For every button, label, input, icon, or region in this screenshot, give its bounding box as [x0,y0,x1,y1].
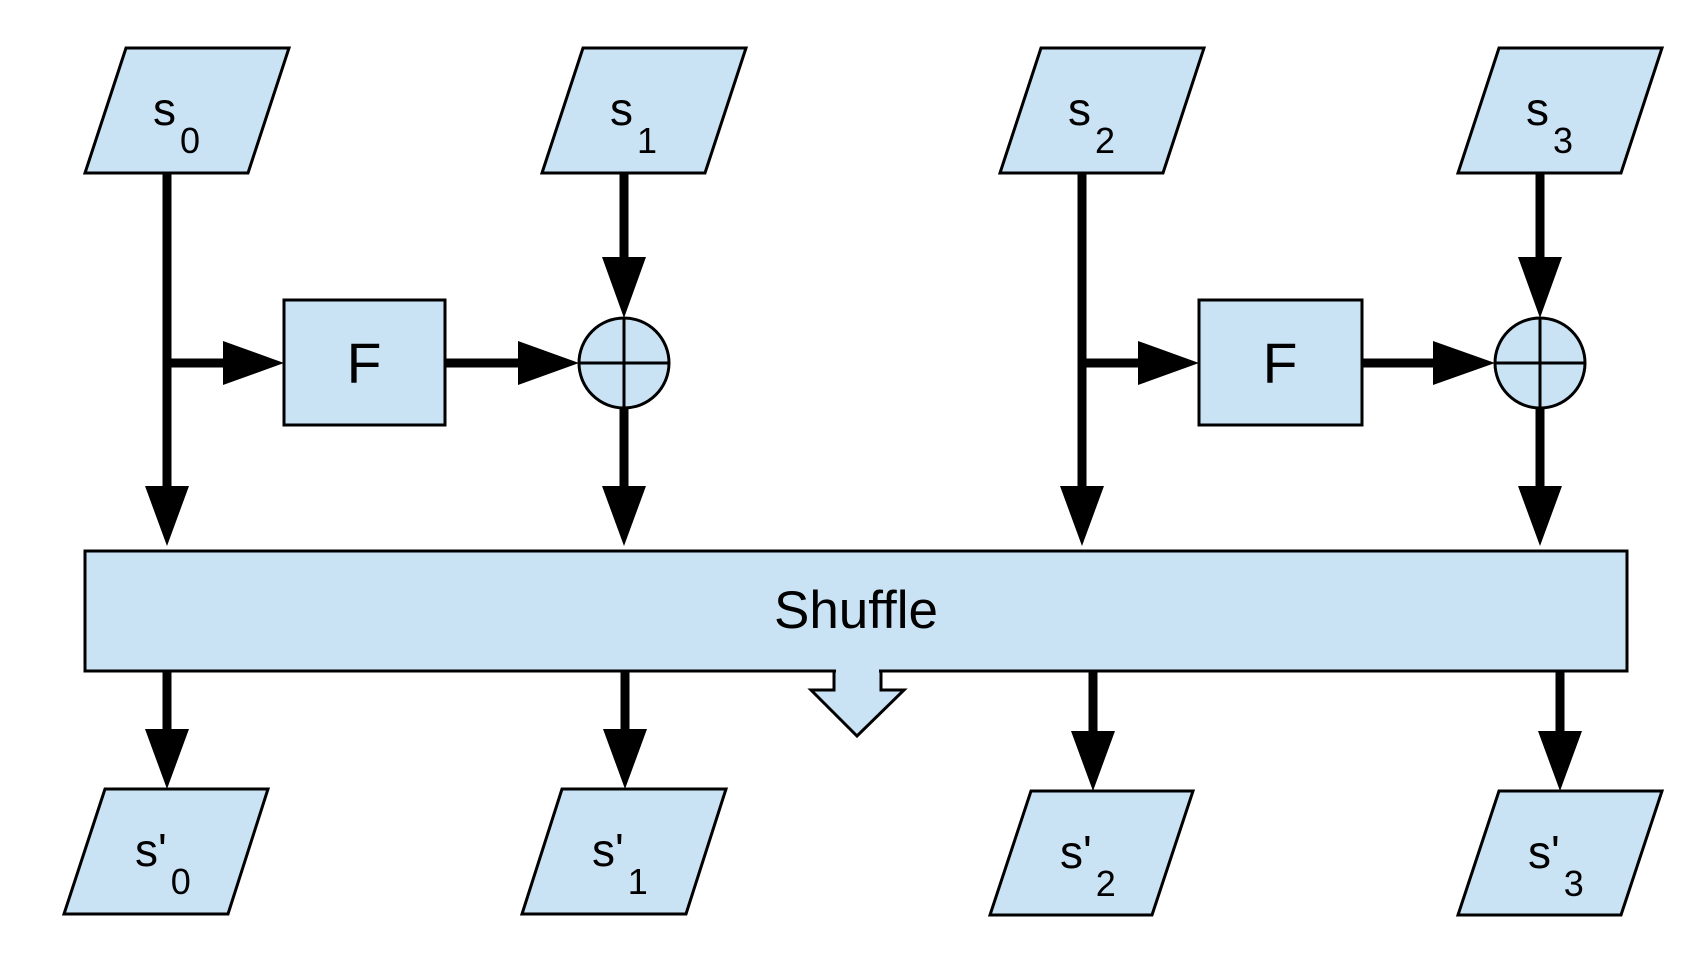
svg-text:s'3: s'3 [1528,826,1584,904]
input-node-s3: s3 [1455,46,1665,175]
input-label: s [1526,83,1549,135]
arrowhead-icon [1518,257,1562,318]
function-box-f1: F [282,298,447,427]
output-node-s2-prime: s'2 [987,789,1196,917]
input-node-s1: s1 [539,46,749,175]
svg-text:s'0: s'0 [135,824,191,902]
xor-node-1 [577,316,671,410]
arrowhead-icon [223,341,284,385]
output-subscript: 2 [1096,863,1116,904]
svg-text:s2: s2 [1068,83,1115,161]
input-subscript: 3 [1553,120,1573,161]
wire-shuffle-to-out2 [1071,671,1115,791]
wire-f1-to-xor1 [445,341,579,385]
arrowhead-icon [1071,731,1115,791]
function-box-f2: F [1197,298,1364,427]
wire-s2-to-shuffle [1060,173,1104,546]
output-subscript: 3 [1564,863,1584,904]
wire-s1-to-xor1 [602,173,646,318]
wire-xor3-to-shuffle [1518,408,1562,546]
arrowhead-icon [602,486,646,546]
wire-s2-to-f [1082,341,1199,385]
arrowhead-icon [1433,341,1495,385]
input-subscript: 1 [637,120,657,161]
arrowhead-icon [1518,486,1562,546]
arrowhead-icon [518,341,579,385]
svg-text:s'1: s'1 [592,824,648,902]
wire-xor1-to-shuffle [602,408,646,546]
output-label: s' [135,824,167,876]
wire-s0-to-shuffle [145,173,189,546]
output-node-s1-prime: s'1 [519,787,729,916]
wire-s3-to-xor3 [1518,173,1562,318]
arrowhead-icon [602,257,646,318]
function-label: F [347,332,382,396]
arrowhead-icon [145,486,189,546]
wire-shuffle-to-out1 [603,671,647,789]
output-label: s' [592,824,624,876]
shuffle-box: Shuffle [83,549,1629,739]
shuffle-label: Shuffle [774,581,938,640]
arrowhead-icon [603,729,647,789]
output-subscript: 0 [171,861,191,902]
wire-shuffle-to-out0 [145,671,189,789]
input-node-s2: s2 [997,46,1207,175]
input-label: s [610,83,633,135]
arrowhead-icon [1138,341,1199,385]
svg-text:s'2: s'2 [1060,826,1116,904]
input-subscript: 2 [1095,120,1115,161]
arrowhead-icon [1538,731,1582,791]
arrowhead-icon [145,729,189,789]
wire-f2-to-xor3 [1362,341,1495,385]
input-label: s [153,83,176,135]
input-node-s0: s0 [82,46,292,175]
output-node-s3-prime: s'3 [1455,789,1665,917]
function-label: F [1263,332,1298,396]
output-label: s' [1528,826,1560,878]
shuffle-down-arrow-icon [807,669,908,739]
xor-node-3 [1493,316,1587,410]
wire-shuffle-to-out3 [1538,671,1582,791]
arrowhead-icon [1060,486,1104,546]
svg-text:s0: s0 [153,83,200,161]
wire-s0-to-f [167,341,284,385]
output-label: s' [1060,826,1092,878]
input-label: s [1068,83,1091,135]
svg-text:s1: s1 [610,83,657,161]
output-node-s0-prime: s'0 [61,787,271,916]
svg-text:s3: s3 [1526,83,1573,161]
output-subscript: 1 [628,861,648,902]
input-subscript: 0 [180,120,200,161]
